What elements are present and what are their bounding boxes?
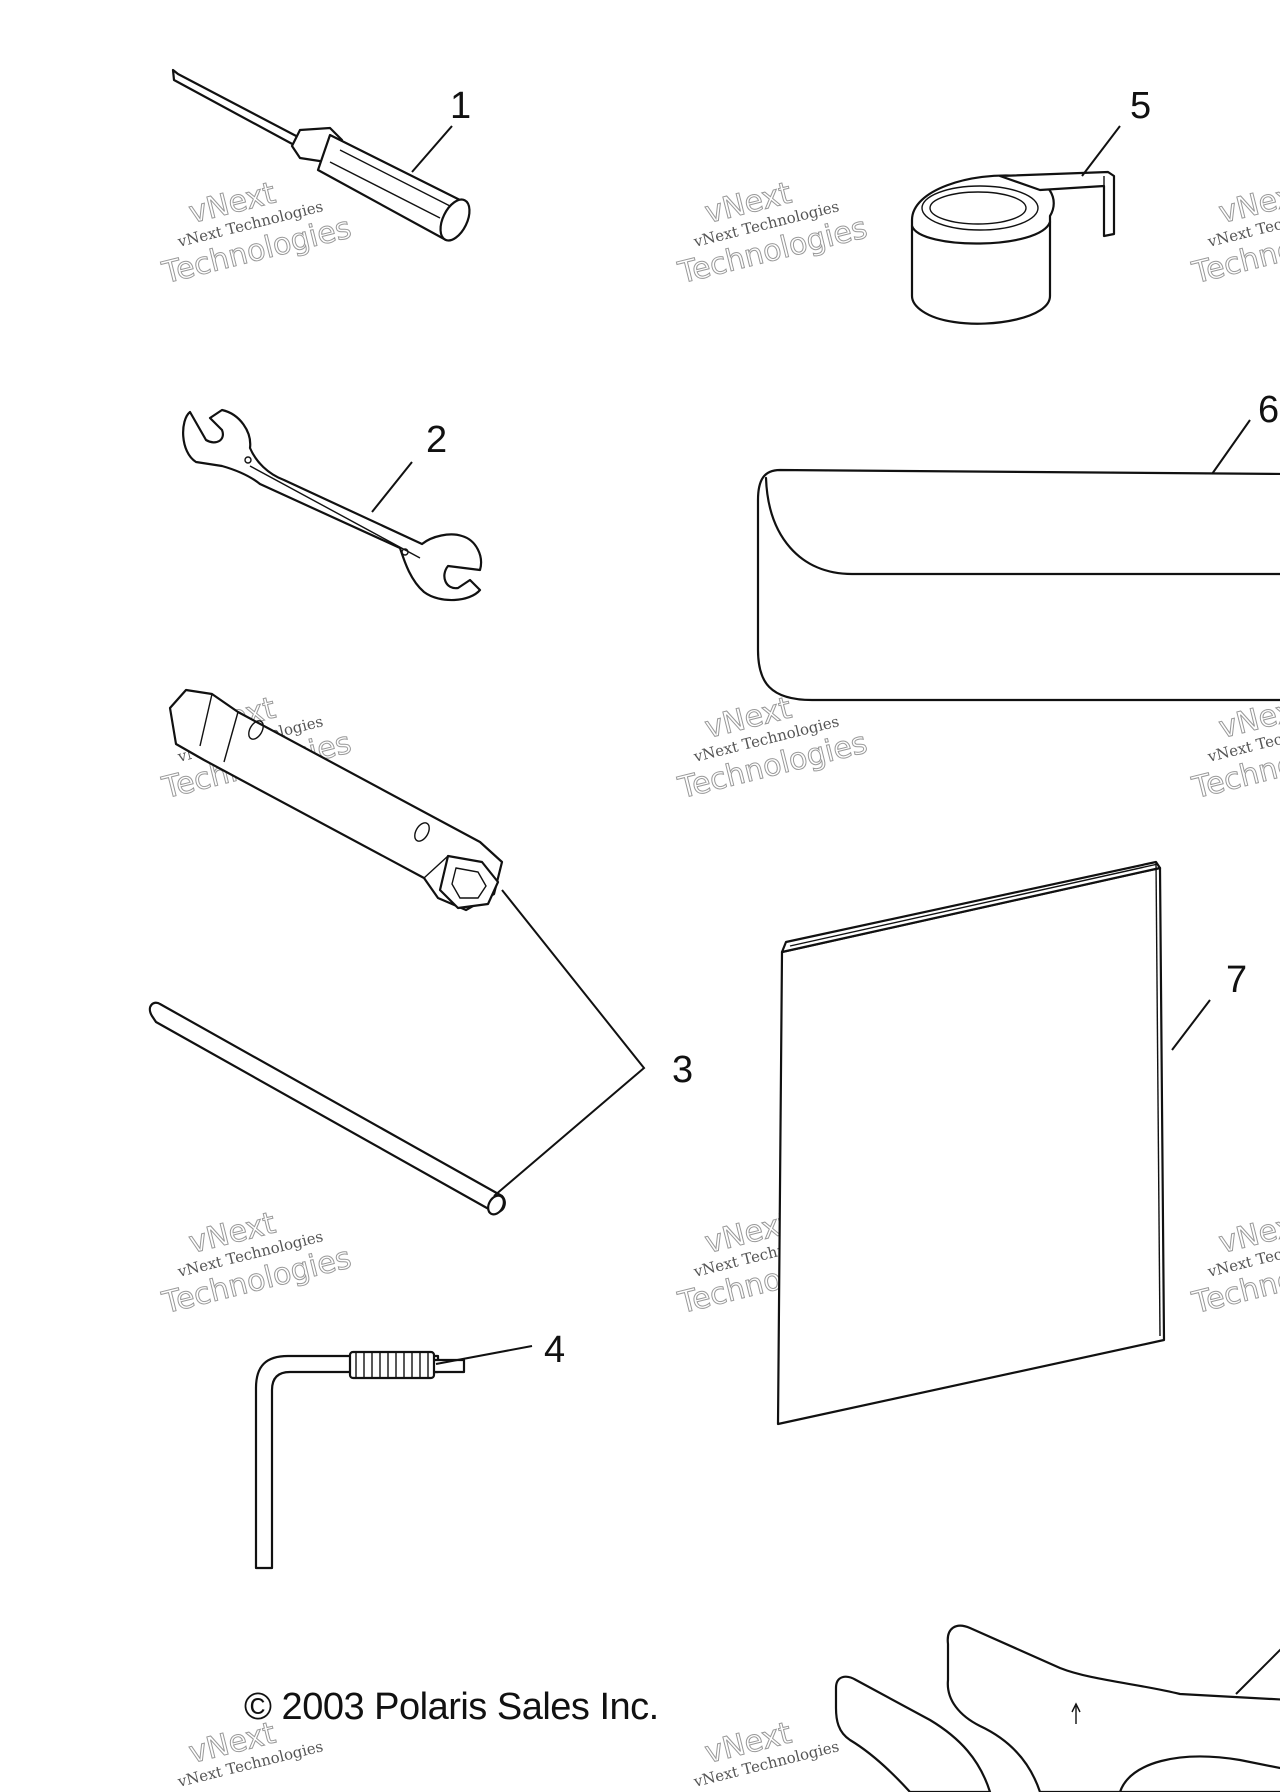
- callout-6: 6: [1258, 389, 1279, 431]
- callout-2: 2: [426, 419, 447, 461]
- tommy-bar-part: [148, 1001, 506, 1216]
- leader-1: [411, 125, 453, 173]
- callout-7: 7: [1226, 959, 1247, 1001]
- screwdriver-part: [171, 68, 471, 242]
- open-end-wrench-part: [182, 408, 483, 602]
- hex-key-grip: [348, 1350, 436, 1380]
- tool-pouch-part: [756, 468, 1280, 702]
- leader-4: [435, 1345, 533, 1365]
- leader-5: [1081, 125, 1121, 177]
- leader-6: [1211, 419, 1251, 475]
- hex-key-part: [254, 1350, 466, 1570]
- callout-labels: 1 2 3 4 5 6 7: [426, 85, 1279, 1371]
- callout-1: 1: [450, 85, 471, 127]
- tube-wrench-part: [168, 688, 504, 912]
- spanner-wrench-part: [834, 1624, 1280, 1792]
- leader-lines: [371, 125, 1280, 1695]
- callout-3: 3: [672, 1049, 693, 1091]
- callout-4: 4: [544, 1329, 565, 1371]
- tape-roll-part: [910, 170, 1116, 325]
- leader-8: [1235, 1648, 1280, 1695]
- watermark: vNext vNext Technologies Technologies: [1188, 1205, 1280, 1322]
- watermark: vNext vNext Technologies Technologies: [158, 175, 355, 292]
- callout-5: 5: [1130, 85, 1151, 127]
- watermark: vNext vNext Technologies: [691, 1715, 841, 1791]
- owners-manual-part: [776, 860, 1166, 1426]
- leader-2: [371, 461, 413, 513]
- copyright-notice: © 2003 Polaris Sales Inc.: [244, 1686, 659, 1728]
- leader-7: [1171, 999, 1211, 1051]
- leader-3: [493, 889, 646, 1197]
- watermark: vNext vNext Technologies Technologies: [158, 1205, 355, 1322]
- watermark: vNext vNext Technologies Technologies: [1188, 175, 1280, 292]
- watermark: vNext vNext Technologies Technologies: [674, 175, 871, 292]
